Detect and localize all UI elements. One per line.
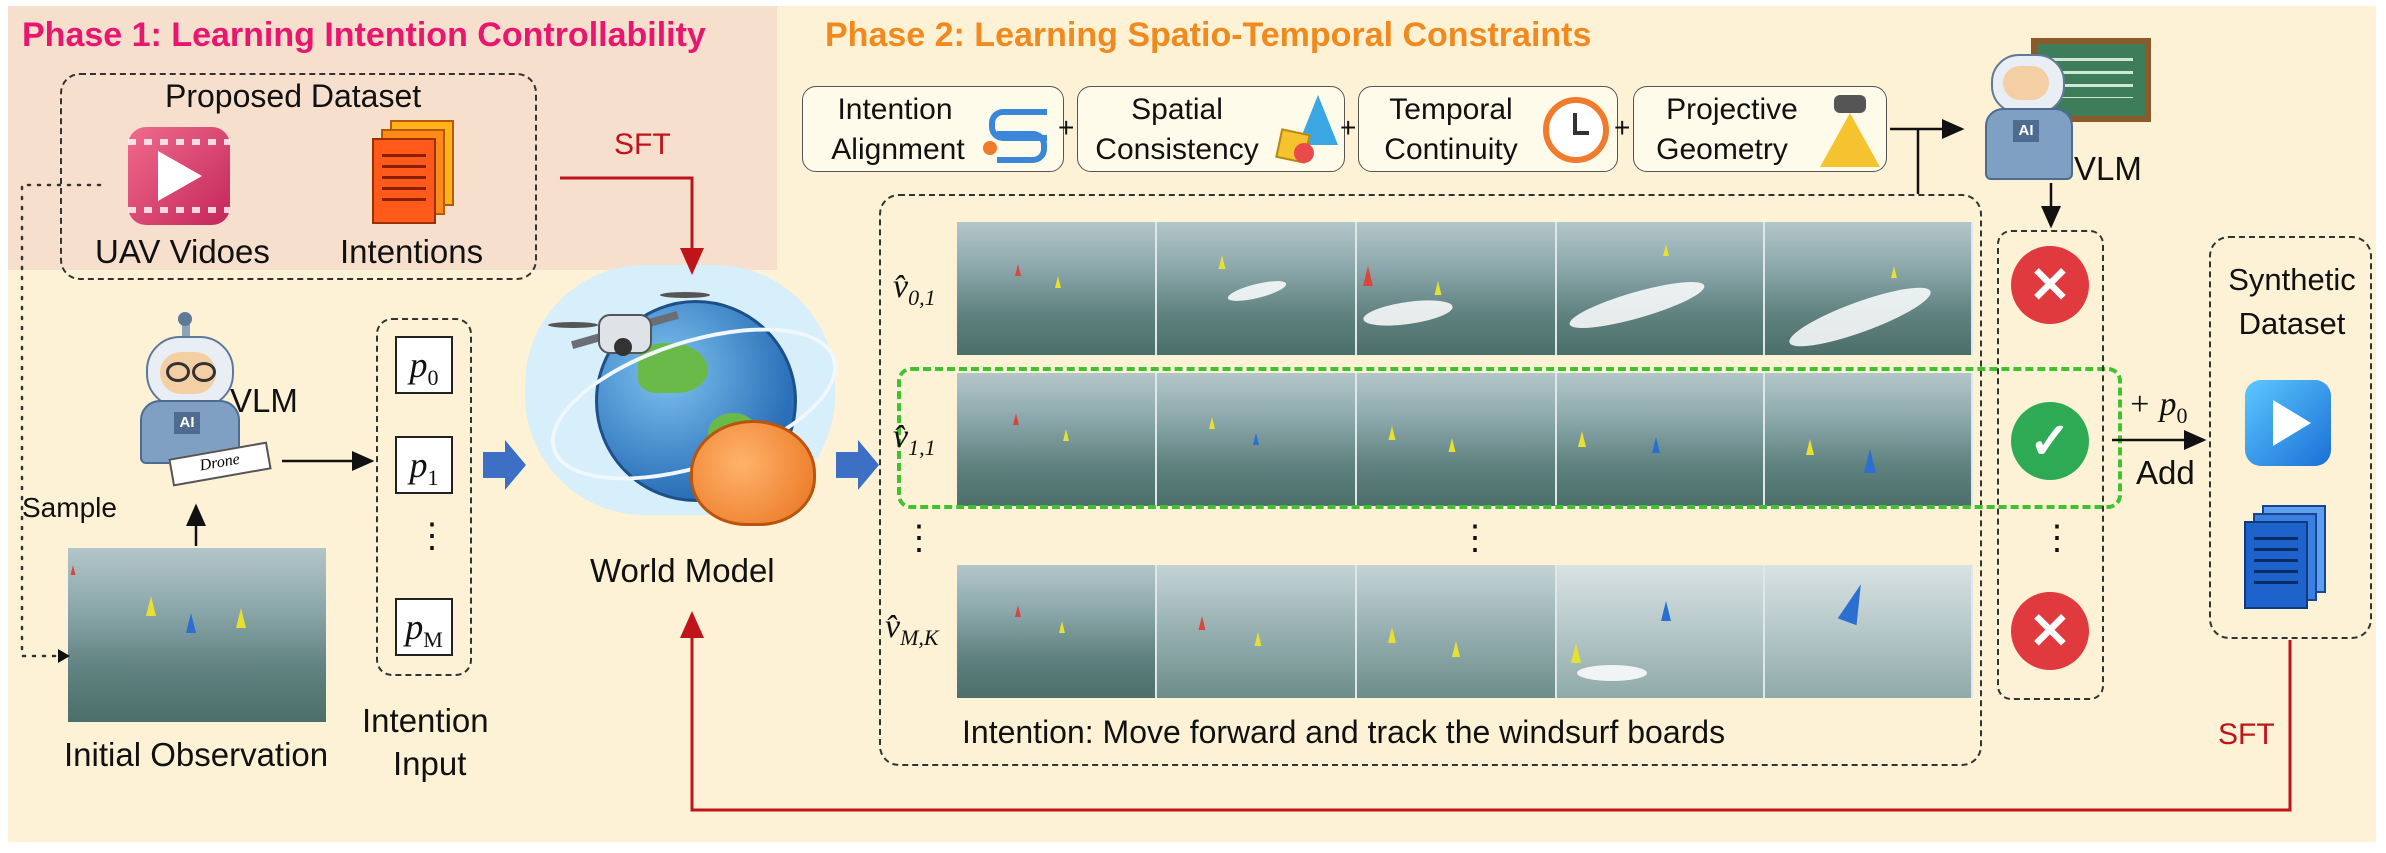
intention-caption: Intention: Move forward and track the wi… [962, 714, 1726, 750]
synthetic-dataset-line2: Dataset [2238, 306, 2346, 341]
vlm-label-left: VLM [230, 382, 298, 419]
add-label: Add [2136, 454, 2195, 491]
constraint-intention-alignment: Intention Alignment [802, 86, 1064, 172]
drone-icon [540, 278, 710, 368]
video-row-vmk [957, 565, 1973, 698]
frame [957, 222, 1157, 355]
sft-label-bottom: SFT [2218, 718, 2275, 751]
synthetic-dataset-line1: Synthetic [2228, 262, 2356, 297]
frame [1557, 565, 1765, 698]
video-row-v01 [957, 222, 1973, 357]
constraint-projective-geometry: Projective Geometry [1633, 86, 1887, 172]
sample-dotted-path [20, 183, 102, 658]
intention-input-line1: Intention [362, 702, 489, 739]
intention-pm: pM [395, 598, 453, 656]
proposed-dataset-title: Proposed Dataset [165, 78, 422, 114]
frame [1357, 373, 1557, 506]
frame [957, 565, 1157, 698]
vlm-robot-icon: AI Drone [122, 312, 272, 487]
stopwatch-icon [1543, 97, 1609, 163]
projector-icon [1820, 95, 1880, 169]
ai-badge-right: AI [2013, 120, 2039, 142]
frame [1765, 565, 1973, 698]
accept-icon-v11: ✓ [2011, 402, 2089, 480]
frame [1357, 222, 1557, 355]
world-model-label: World Model [590, 552, 775, 589]
video-icon [128, 127, 230, 225]
phase1-title: Phase 1: Learning Intention Controllabil… [22, 16, 706, 54]
frame [1157, 222, 1357, 355]
verdict-box [1997, 230, 2104, 700]
blue-arrow-to-videos [836, 440, 879, 490]
plus-sign-2: + [1340, 112, 1357, 143]
intention-dots: ⋮ [415, 517, 449, 555]
row-dots-center: ⋮ [1458, 519, 1492, 557]
sft-top-arrow [560, 176, 704, 275]
sft-bottom-arrow [680, 611, 2292, 812]
reject-icon-v01: ✕ [2011, 246, 2089, 324]
initial-observation-label: Initial Observation [64, 736, 329, 773]
frame [1765, 373, 1973, 506]
row-label-v11: v̂1,1 [893, 418, 936, 460]
synthetic-video-icon [2245, 380, 2331, 466]
generated-videos-box [879, 194, 1982, 766]
vlm-label-right: VLM [2074, 150, 2142, 187]
frame [1157, 565, 1357, 698]
intention-p1: p1 [395, 436, 453, 494]
frame [1557, 373, 1765, 506]
intention-input-line2: Input [393, 745, 467, 782]
document-stack-icon [372, 120, 454, 224]
row-dots-left: ⋮ [902, 519, 936, 557]
frame [1557, 222, 1765, 355]
reject-icon-vmk: ✕ [2011, 592, 2089, 670]
frame [1357, 565, 1557, 698]
synthetic-document-icon [2244, 505, 2326, 609]
initial-observation-image [68, 548, 326, 722]
row-label-v01: v̂0,1 [893, 268, 936, 310]
blue-arrow-to-world-model [483, 440, 526, 490]
plus-sign-1: + [1058, 112, 1075, 143]
video-row-v11 [957, 373, 1973, 506]
sft-label-top: SFT [614, 128, 671, 161]
proposed-dataset-box [60, 73, 537, 280]
intention-p0: p0 [395, 336, 453, 394]
constraint-temporal-continuity: Temporal Continuity [1358, 86, 1618, 172]
synthetic-dataset-box [2209, 236, 2372, 639]
brain-icon [690, 420, 816, 526]
frame [1157, 373, 1357, 506]
ai-badge: AI [174, 412, 200, 434]
row-label-vmk: v̂M,K [885, 608, 939, 650]
add-p0-label: + p0 [2128, 386, 2188, 428]
shapes-icon [1275, 95, 1340, 167]
intentions-label: Intentions [340, 233, 484, 270]
frame [1765, 222, 1973, 357]
frame [957, 373, 1157, 506]
uav-videos-label: UAV Vidoes [95, 233, 270, 270]
intention-input-box [376, 318, 472, 676]
vlm-teacher-robot-icon: AI [1975, 30, 2151, 180]
accepted-highlight-box [897, 367, 2122, 509]
constraint-spatial-consistency: Spatial Consistency [1077, 86, 1345, 172]
route-icon [983, 101, 1051, 163]
sample-arrowhead [58, 649, 70, 663]
sample-label: Sample [22, 492, 117, 523]
plus-sign-3: + [1614, 112, 1631, 143]
phase2-title: Phase 2: Learning Spatio-Temporal Constr… [825, 16, 1592, 54]
verdict-dots: ⋮ [2040, 519, 2074, 557]
